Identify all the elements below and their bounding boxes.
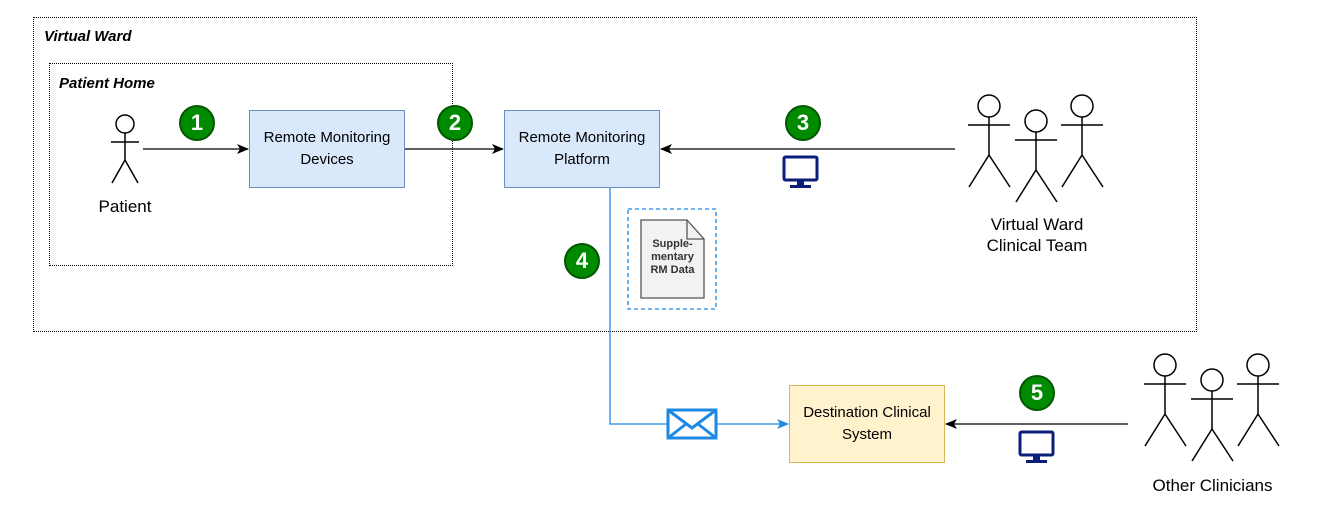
monitor-icon — [782, 155, 819, 188]
envelope-icon — [666, 408, 718, 440]
patient-actor-icon — [111, 114, 139, 184]
step-badge-4: 4 — [564, 243, 600, 279]
patient-label: Patient — [98, 197, 152, 216]
clinical-team-label: Virtual Ward Clinical Team — [957, 214, 1117, 256]
patient-home-title: Patient Home — [59, 75, 155, 92]
document-label: Supple- mentary RM Data — [641, 238, 704, 277]
destination-label-line1: Destination Clinical — [803, 404, 931, 421]
document-label-line1: Supple- — [652, 238, 693, 250]
step-badge-3: 3 — [785, 105, 821, 141]
platform-label-line1: Remote Monitoring — [518, 129, 646, 146]
document-label-line3: RM Data — [650, 264, 695, 276]
devices-label-line2: Devices — [300, 151, 354, 168]
document-label-line2: mentary — [651, 251, 694, 263]
remote-monitoring-platform-node[interactable]: Remote Monitoring Platform — [504, 110, 660, 188]
arrow-platform-to-destination — [609, 187, 789, 429]
step-badge-2: 2 — [437, 105, 473, 141]
patient-home-boundary — [49, 63, 453, 266]
remote-monitoring-devices-node[interactable]: Remote Monitoring Devices — [249, 110, 405, 188]
virtual-ward-title: Virtual Ward — [44, 28, 132, 45]
step-badge-1: 1 — [179, 105, 215, 141]
destination-clinical-system-node[interactable]: Destination Clinical System — [789, 385, 945, 463]
clinical-team-label-line1: Virtual Ward — [990, 215, 1084, 234]
clinical-team-label-line2: Clinical Team — [986, 236, 1088, 255]
other-clinicians-label: Other Clinicians — [1152, 476, 1273, 495]
document-icon — [640, 219, 705, 299]
document-frame — [627, 208, 717, 310]
destination-label-line2: System — [841, 426, 892, 443]
step-badge-5: 5 — [1019, 375, 1055, 411]
platform-label-line2: Platform — [554, 151, 610, 168]
virtual-ward-boundary — [33, 17, 1197, 332]
monitor-icon — [1018, 430, 1055, 463]
devices-label-line1: Remote Monitoring — [263, 129, 391, 146]
clinical-team-actors-icon — [968, 94, 1104, 203]
other-clinicians-actors-icon — [1144, 353, 1280, 462]
